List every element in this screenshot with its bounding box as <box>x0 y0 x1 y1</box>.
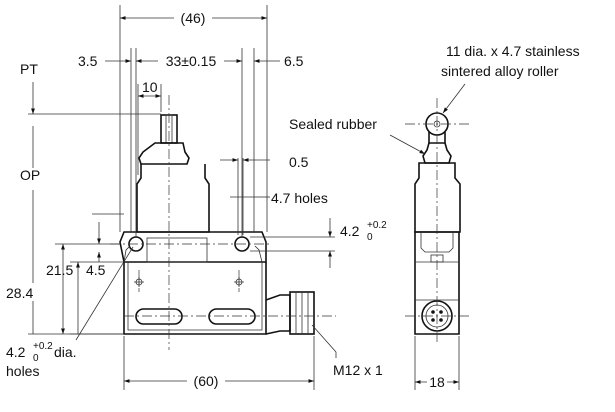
dim-10-label: 10 <box>142 79 158 95</box>
hole-dia-left-label: 4.2 <box>6 344 26 360</box>
front-dimensions: (46) 3.5 33±0.15 6.5 10 PT OP 28 <box>4 5 387 390</box>
hole-dia-right-label: 4.2 <box>340 223 360 239</box>
connector-label: M12 x 1 <box>333 362 383 378</box>
pt-label: PT <box>20 61 38 77</box>
front-view <box>110 95 336 350</box>
base-block <box>123 262 267 335</box>
mounting-slot-left <box>135 308 183 325</box>
mounting-slot-right <box>208 308 256 325</box>
holes-label: holes <box>6 363 39 379</box>
hole-dia-right-tol-lower: 0 <box>367 232 373 243</box>
roller-label-line2: sintered alloy roller <box>441 63 559 79</box>
dim-28-4-label: 28.4 <box>6 285 33 301</box>
dim-4-5-label: 4.5 <box>86 262 106 278</box>
dim-21-5-label: 21.5 <box>46 262 73 278</box>
switch-body-side <box>414 162 461 233</box>
dim-0-5-label: 0.5 <box>289 154 309 170</box>
dim-60-label: (60) <box>194 373 219 389</box>
roller-label-line1: 11 dia. x 4.7 stainless <box>446 43 580 59</box>
hole-dia-left-tol-upper: +0.2 <box>33 341 53 352</box>
side-view: 18 Sealed rubber 11 dia. x 4.7 stainless… <box>289 43 580 391</box>
hole-dia-left-tol-lower: 0 <box>33 353 39 364</box>
holes-4-7-label: 4.7 holes <box>271 190 328 206</box>
dim-6-5-label: 6.5 <box>284 53 304 69</box>
op-label: OP <box>20 167 40 183</box>
dim-46-label: (46) <box>181 10 206 26</box>
dim-18-label: 18 <box>429 374 445 390</box>
hole-dia-left-suffix: dia. <box>54 344 77 360</box>
m12-connector <box>265 294 291 335</box>
sealed-rubber-boot <box>138 142 190 165</box>
dim-33-label: 33±0.15 <box>166 53 217 69</box>
sealed-rubber-label: Sealed rubber <box>289 116 377 132</box>
dim-3-5-label: 3.5 <box>78 53 98 69</box>
switch-body <box>136 164 210 233</box>
hole-dia-right-tol-upper: +0.2 <box>367 220 387 231</box>
